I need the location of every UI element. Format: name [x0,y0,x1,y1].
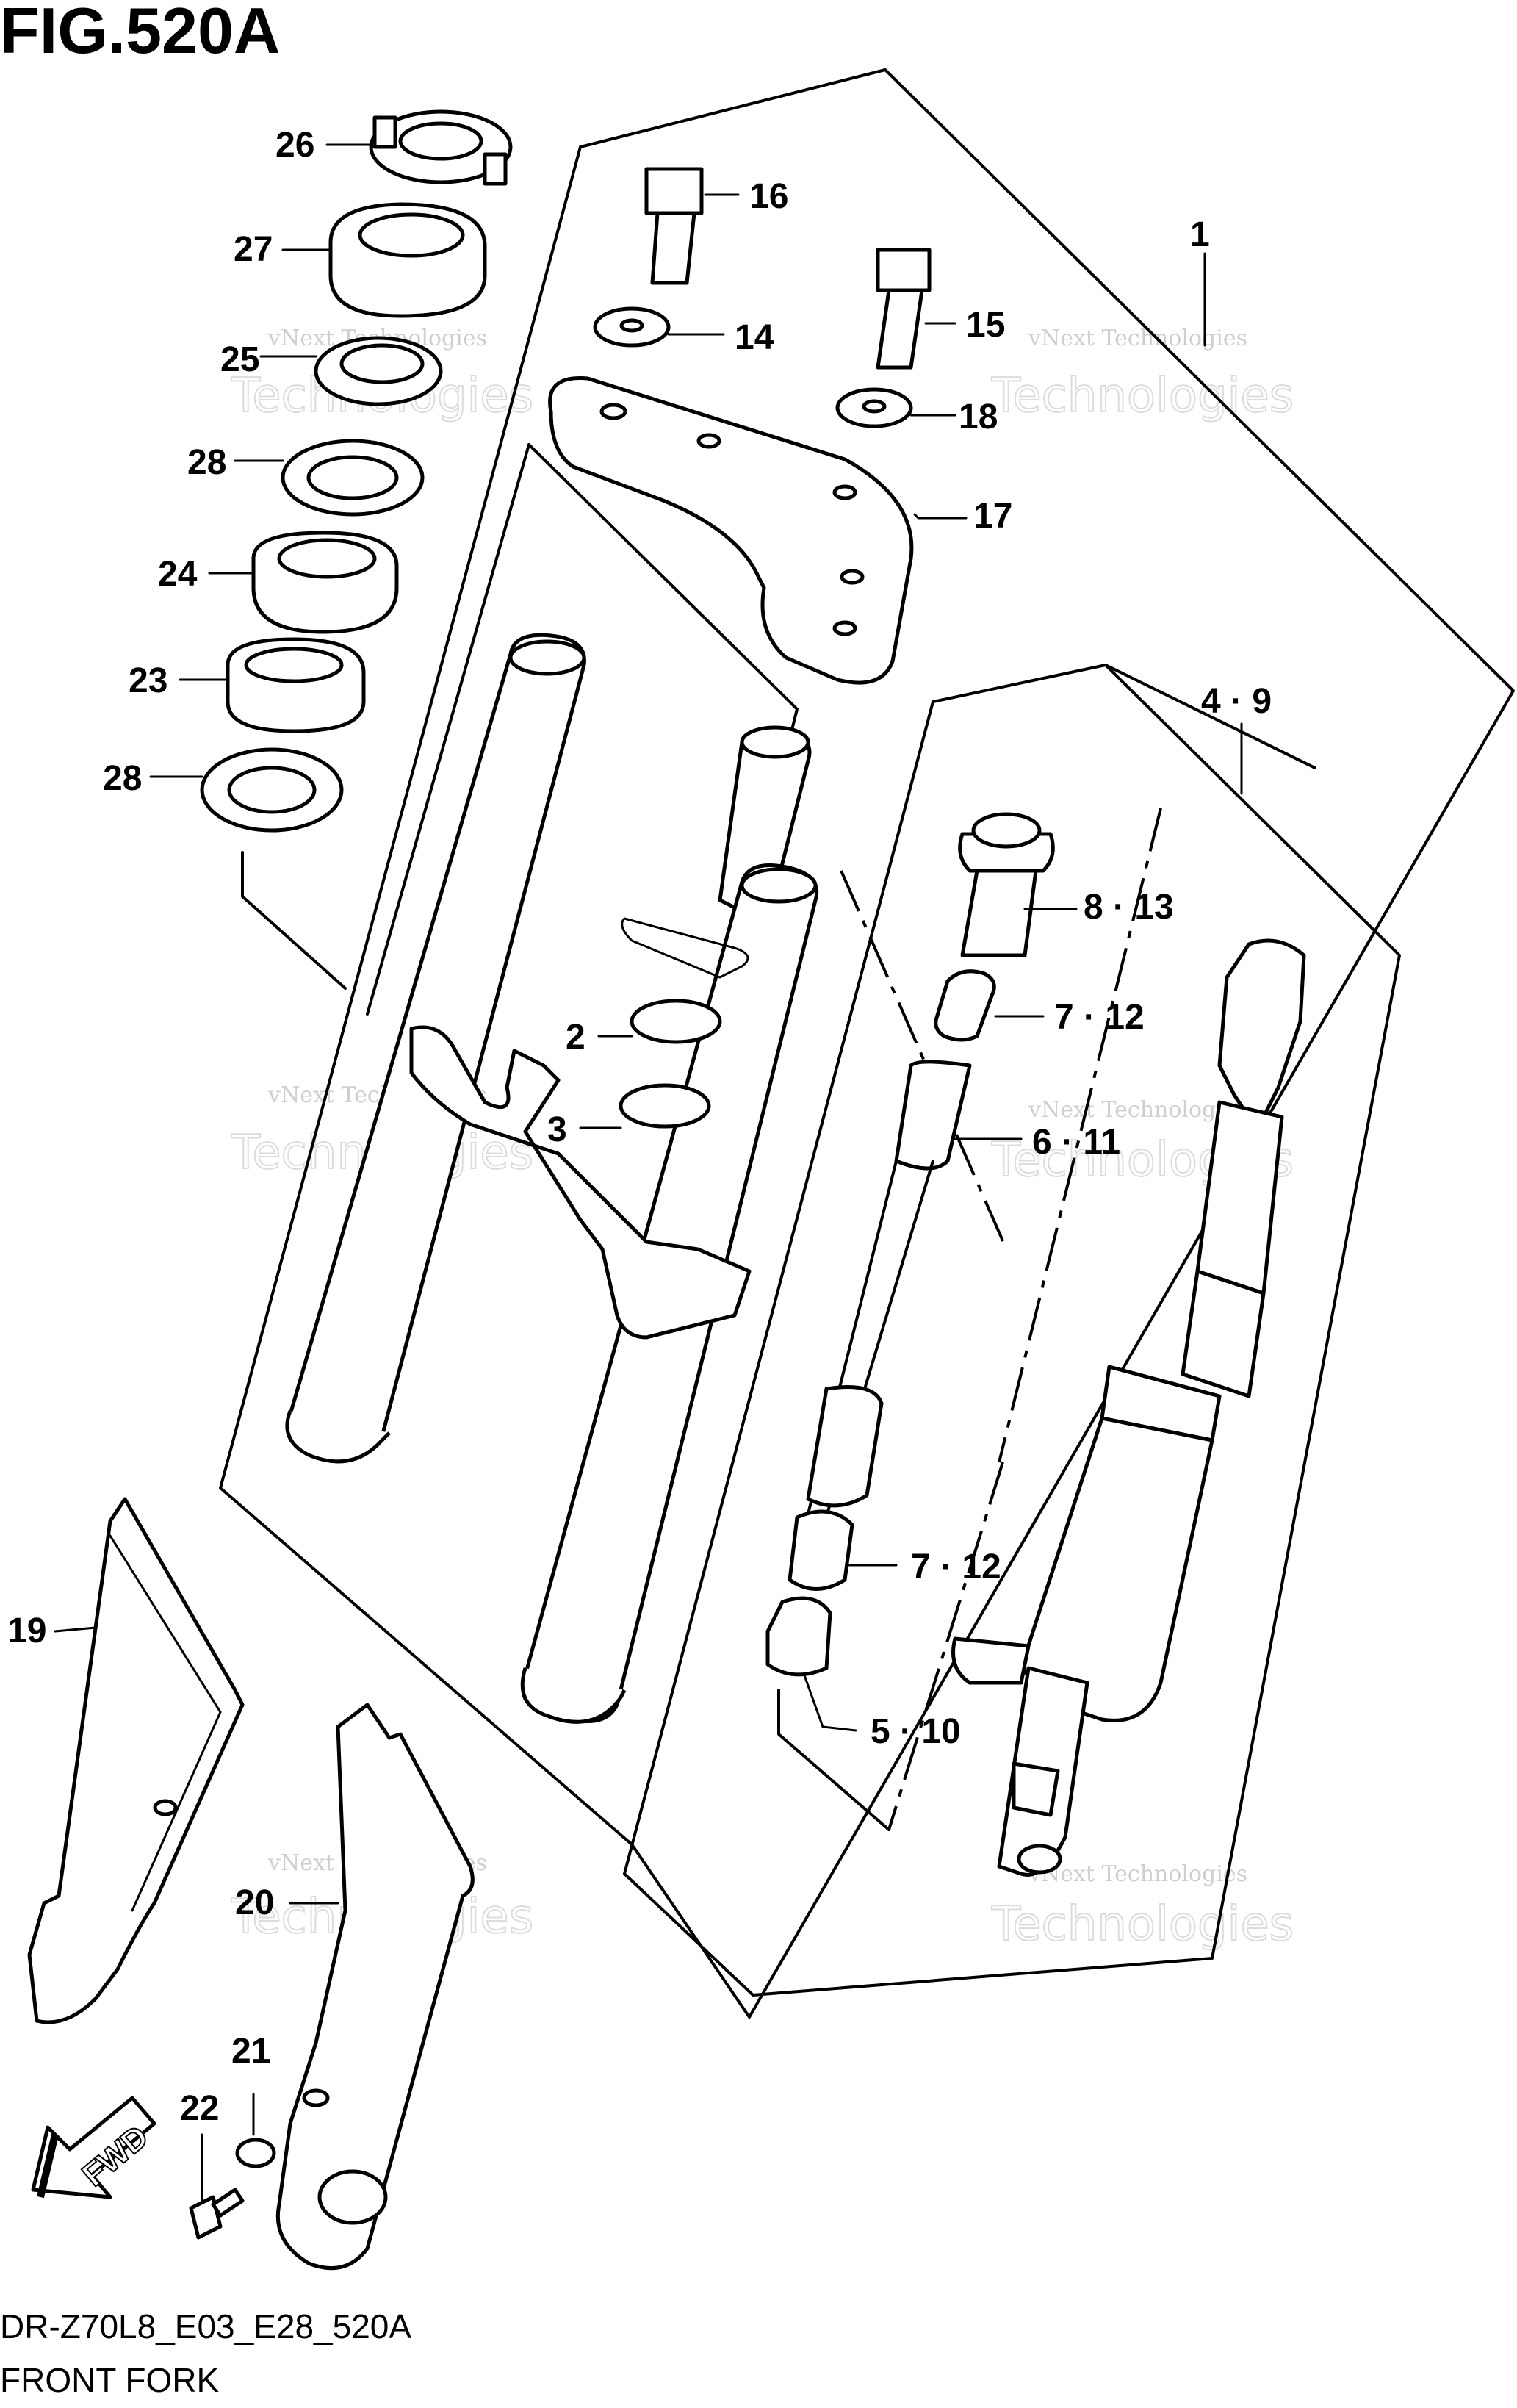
callout-16: 16 [749,177,788,216]
callout-15: 15 [966,306,1005,345]
bracket-line [366,443,530,1016]
callout-18: 18 [959,398,998,436]
part-26-steering-nut [369,109,513,186]
callout-28-lower: 28 [103,759,142,798]
part-4-9-fork-leg [951,938,1306,1877]
part-18-washer [835,387,913,428]
callout-14: 14 [735,318,774,357]
part-17-upper-bracket [548,376,914,685]
lower-bracket [409,999,752,1340]
part-19-fork-guard [27,1497,245,2024]
callout-22: 22 [180,2089,219,2128]
callout-4-9: 4 · 9 [1201,682,1272,721]
figure-title: FIG.520A [0,0,280,67]
callout-1: 1 [1190,215,1210,254]
part-20-fork-cover [275,1703,475,2271]
spring-clip [621,917,749,979]
callout-8-13: 8 · 13 [1084,888,1174,927]
steering-stem [718,725,812,911]
callout-17: 17 [973,497,1012,536]
callout-7-12-lower: 7 · 12 [911,1548,1001,1586]
callout-25: 25 [220,340,259,379]
callout-24: 24 [158,555,198,594]
part-22-screw [189,2188,245,2240]
bracket-line [777,1689,890,1831]
part-5-10-seat [765,1596,832,1677]
part-16-bolt [644,167,704,285]
part-7-12-spacer [934,969,996,1042]
callout-19: 19 [7,1611,46,1650]
leader-line [1104,664,1316,769]
part-6-11-spring [806,1060,972,1530]
watermark-text: Technologies [991,1897,1294,1952]
leader-line [241,851,347,990]
diagram-name: FRONT FORK [0,2361,219,2399]
part-23-race [226,637,366,733]
part-25-race [314,336,443,406]
assembly-outline [219,68,1515,2019]
callout-23: 23 [129,661,167,700]
watermark-text: vNext Technologies [1028,1097,1247,1123]
callout-28-upper: 28 [187,443,226,482]
part-15-bolt [876,248,932,370]
watermark-text: Technologies [991,369,1294,423]
watermark-text: vNext Technologies [1028,326,1247,351]
callout-3: 3 [547,1110,567,1149]
part-14-washer [593,306,671,348]
axis-line [887,1462,1004,1830]
watermark-text: vNext Technologies [1028,1861,1247,1887]
fwd-arrow: FWD [31,2096,156,2199]
callout-20: 20 [235,1883,274,1922]
callout-21: 21 [231,2032,270,2071]
part-28-ball-bearing [281,439,425,517]
callout-27: 27 [234,230,273,269]
callout-5-10: 5 · 10 [871,1712,961,1751]
part-27-dust-seal [328,202,487,318]
callout-2: 2 [566,1018,585,1057]
part-28-ball-bearing [200,747,344,833]
part-21-washer [235,2138,276,2168]
part-7-12-spacer [788,1509,854,1591]
diagram-code: DR-Z70L8_E03_E28_520A [0,2307,411,2346]
axis-line [840,870,1008,1250]
leader-lines [54,143,1243,2202]
callout-7-12-upper: 7 · 12 [1054,998,1145,1037]
axis-line [998,808,1162,1463]
callout-6-11: 6 · 11 [1032,1123,1120,1162]
callout-26: 26 [275,126,314,165]
part-8-13-cap-bolt [958,812,1055,957]
callouts: 26 27 25 28 24 23 28 16 14 15 18 17 1 4 … [7,126,1272,2128]
part-24-race [251,531,399,634]
